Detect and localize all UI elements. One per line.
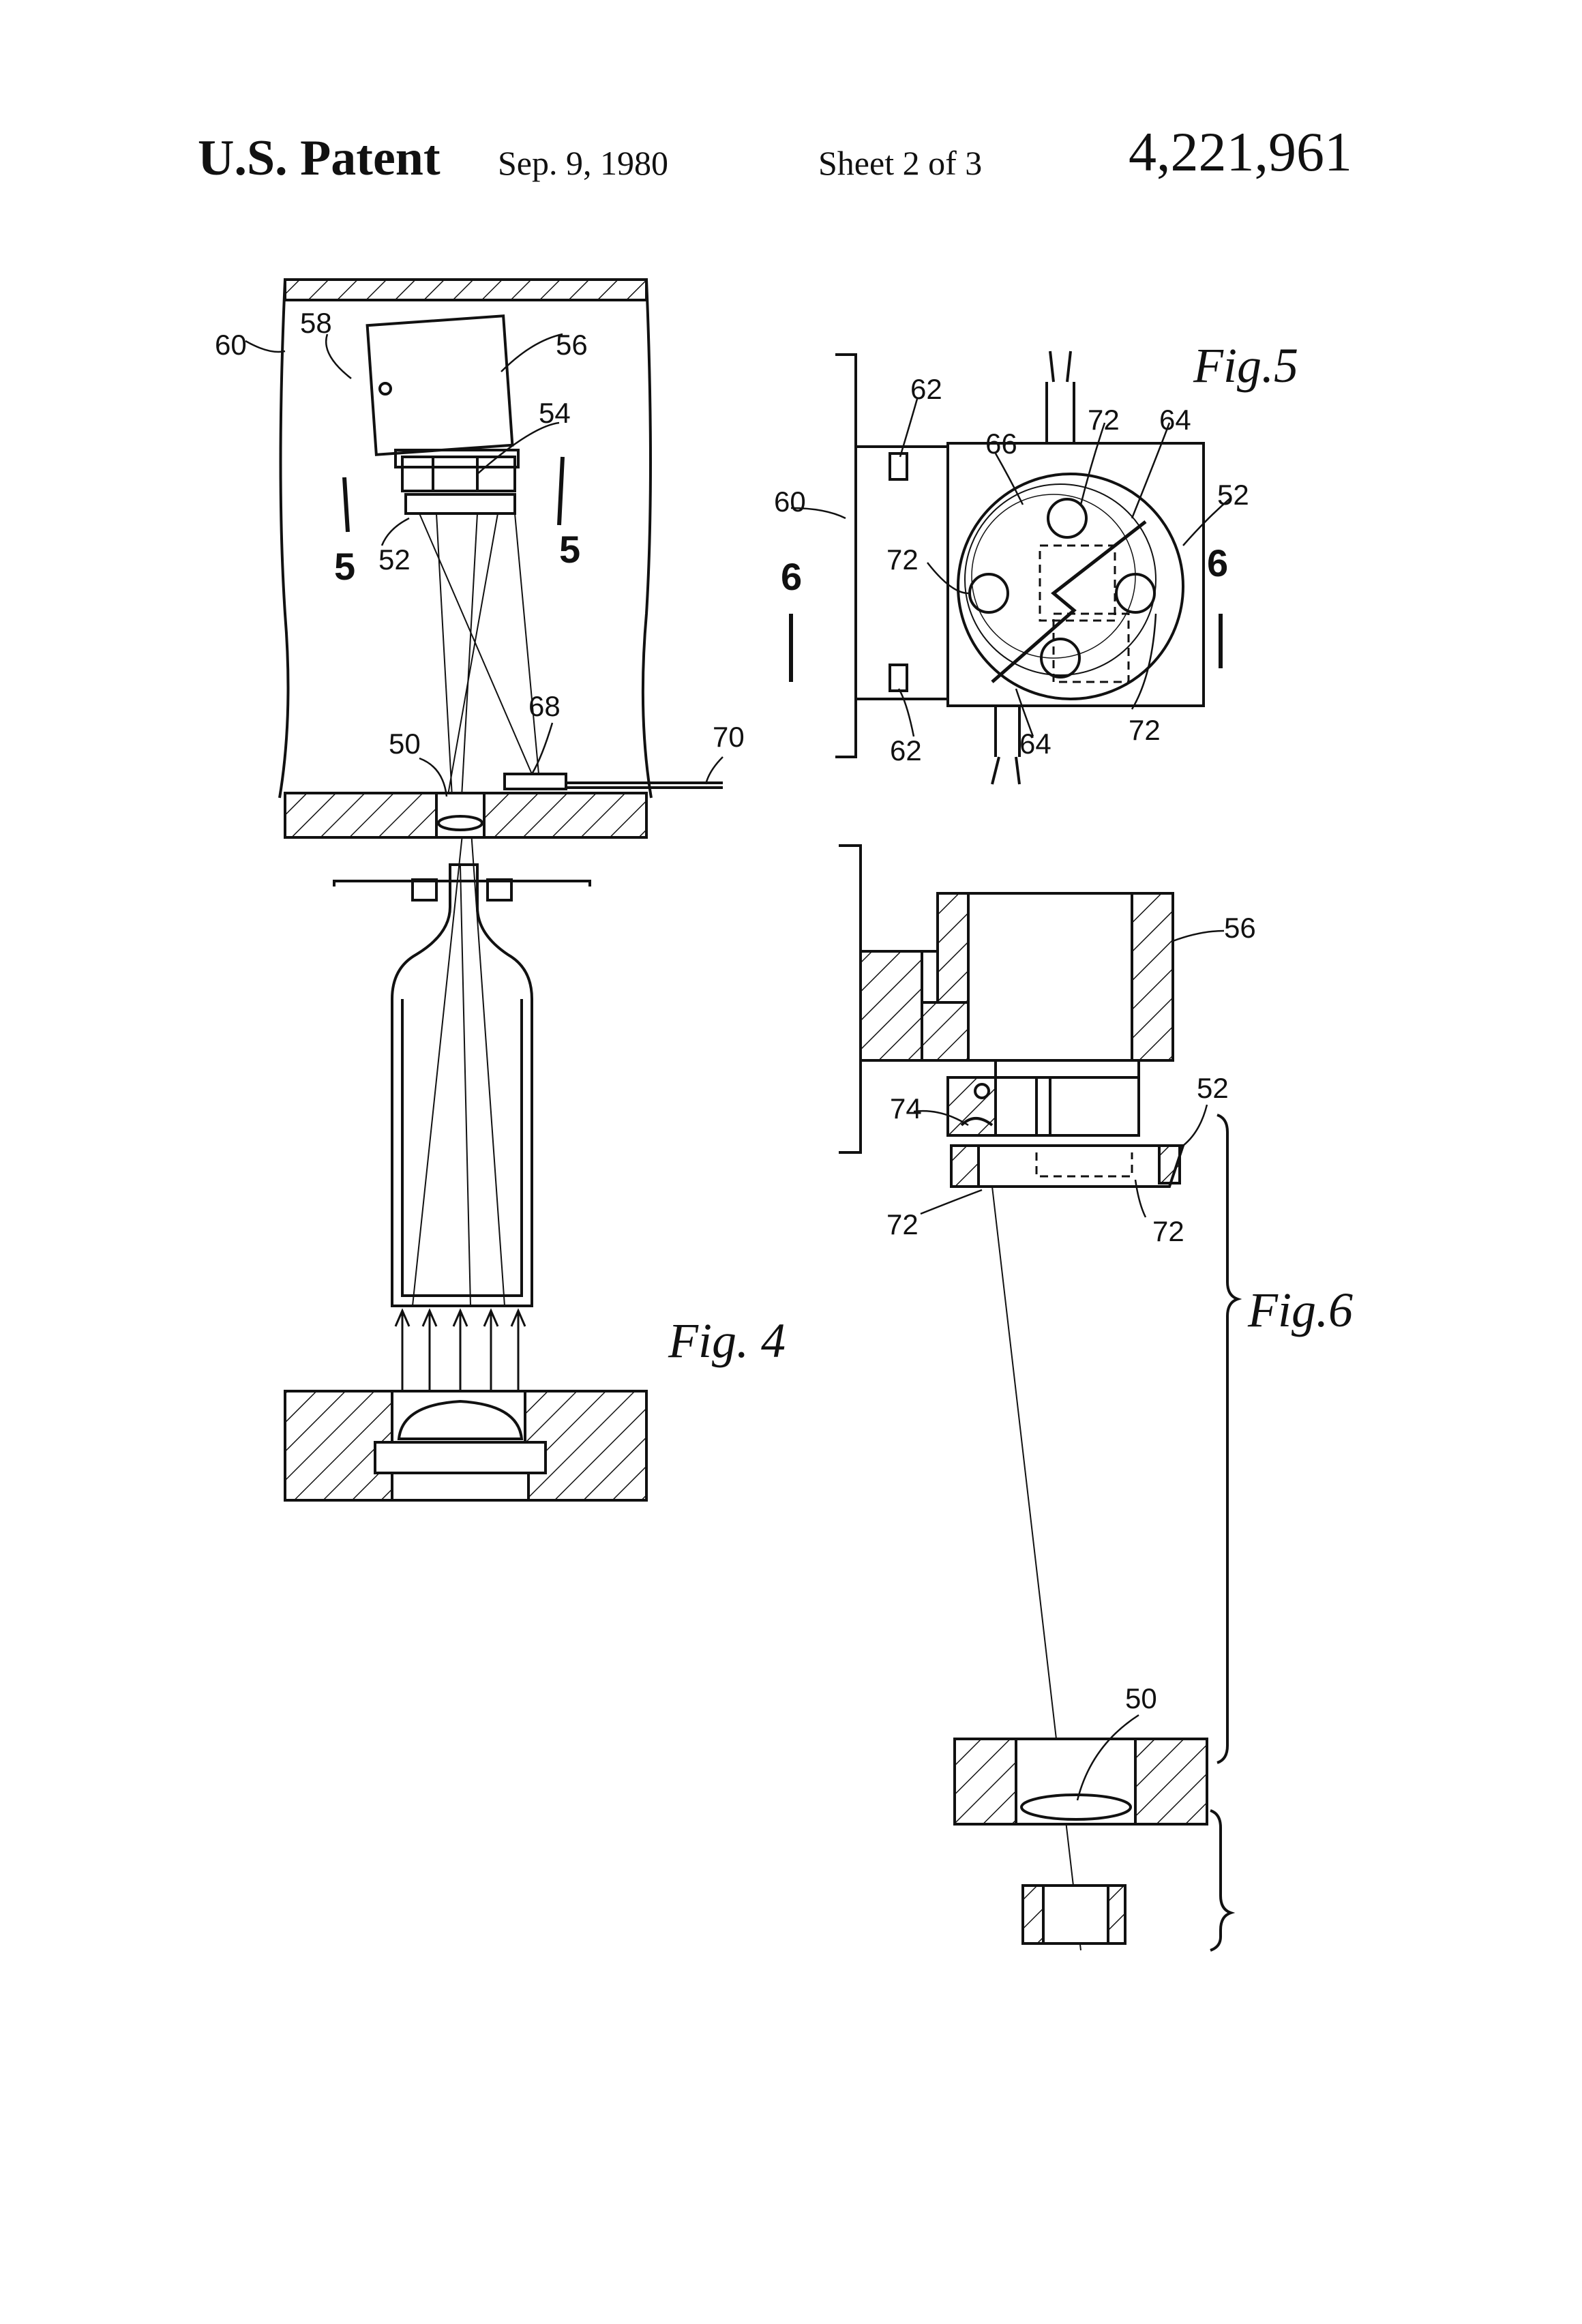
fig5-label-64-top: 64 <box>1159 404 1191 436</box>
fig5-label-72-left: 72 <box>886 543 919 576</box>
figure-5-labels: 62 66 72 64 52 60 72 72 62 64 6 6 Fig.5 <box>774 338 1298 766</box>
fig4-label-56: 56 <box>556 329 588 361</box>
figure-4-labels: 60 58 56 54 52 50 68 70 5 5 Fig. 4 <box>215 307 786 1368</box>
fig6-caption: Fig.6 <box>1247 1283 1353 1337</box>
fig5-label-62-top: 62 <box>910 373 942 405</box>
fig5-label-52: 52 <box>1217 479 1249 511</box>
fig5-label-64-bottom: 64 <box>1019 728 1051 760</box>
fig5-label-60: 60 <box>774 486 806 518</box>
patent-date: Sep. 9, 1980 <box>498 144 668 182</box>
fig6-label-52: 52 <box>1197 1072 1229 1104</box>
fig5-caption: Fig.5 <box>1193 338 1298 393</box>
figure-5 <box>789 351 1232 785</box>
fig4-label-68: 68 <box>528 690 561 722</box>
fig5-label-72-bottom: 72 <box>1129 714 1161 746</box>
fig4-label-54: 54 <box>539 397 571 429</box>
fig5-label-66: 66 <box>985 428 1017 460</box>
fig4-label-60: 60 <box>215 329 247 361</box>
figure-6-labels: 56 52 74 72 72 50 Fig.6 <box>886 912 1353 1714</box>
fig4-section-5-left: 5 <box>334 545 355 588</box>
fig5-label-62-bottom: 62 <box>890 734 922 766</box>
figure-6 <box>839 844 1242 1952</box>
fig5-section-6-right: 6 <box>1207 541 1228 584</box>
fig4-section-5-right: 5 <box>559 528 580 571</box>
fig6-label-72-left: 72 <box>886 1208 919 1240</box>
page-header: U.S. Patent Sep. 9, 1980 Sheet 2 of 3 4,… <box>0 116 1582 198</box>
sheet-number: Sheet 2 of 3 <box>818 144 983 182</box>
fig4-label-58: 58 <box>300 307 332 339</box>
fig4-label-70: 70 <box>713 721 745 753</box>
patent-label: U.S. Patent <box>198 130 441 186</box>
fig6-label-56: 56 <box>1224 912 1256 944</box>
fig4-label-50: 50 <box>389 728 421 760</box>
fig5-section-6-left: 6 <box>781 555 802 598</box>
fig6-label-74: 74 <box>890 1092 922 1124</box>
fig5-label-72-top: 72 <box>1088 404 1120 436</box>
figure-4 <box>245 278 723 1502</box>
fig6-label-50: 50 <box>1125 1682 1157 1714</box>
fig4-caption: Fig. 4 <box>668 1313 786 1368</box>
patent-number: 4,221,961 <box>1129 121 1352 183</box>
fig4-label-52: 52 <box>378 543 411 576</box>
fig6-label-72-right: 72 <box>1152 1215 1184 1247</box>
